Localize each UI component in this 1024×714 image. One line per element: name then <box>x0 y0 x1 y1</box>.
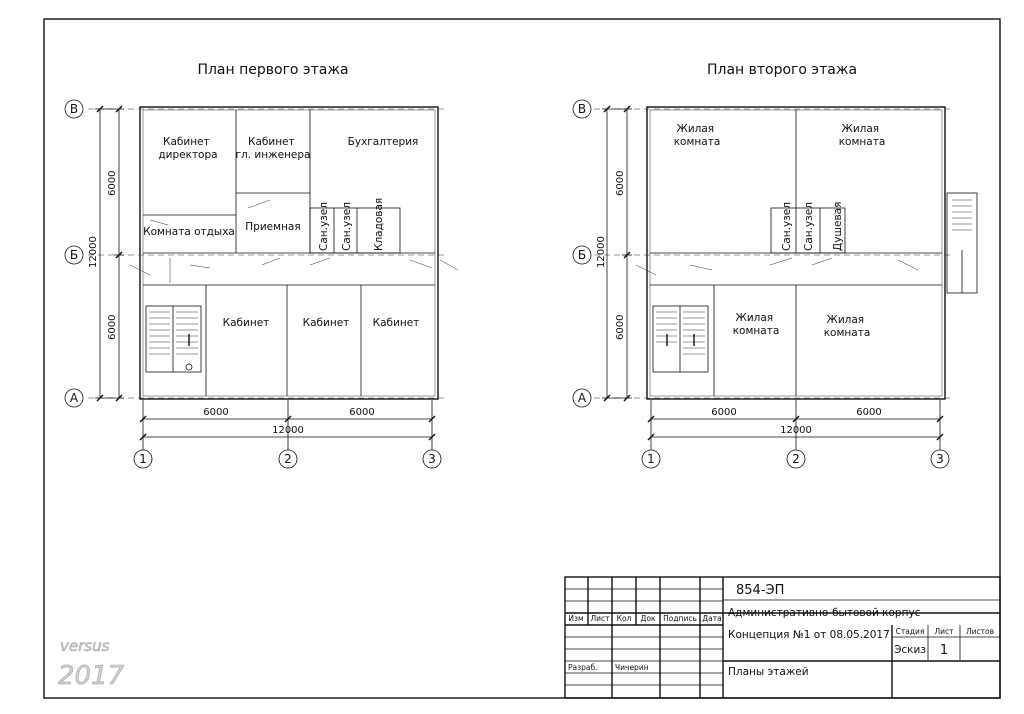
plan2-room-living4: Жилая комната <box>824 314 871 339</box>
plan1-hdims: 6000 6000 12000 <box>139 400 436 445</box>
plan1-axis-label-1: 1 <box>139 452 147 466</box>
plan2-hdims: 6000 6000 12000 <box>647 400 944 445</box>
plan2-axis-label-1: 1 <box>647 452 655 466</box>
plan2-dim-6000-top: 6000 <box>615 171 626 196</box>
plan2-dim-12000-v: 12000 <box>596 236 607 268</box>
plan1-doors <box>129 199 459 276</box>
stamp-sheets-label: Листов <box>966 627 994 636</box>
plan2-axis-label-2: 2 <box>792 452 800 466</box>
plan2-axis-label-b: Б <box>578 248 586 262</box>
plan1-dim-6000-left: 6000 <box>203 407 228 418</box>
plan-first-floor: План первого этажа <box>64 62 459 469</box>
plan2-room-living1: Жилая комната <box>674 123 721 148</box>
plan1-axis-label-b: Б <box>70 248 78 262</box>
plan1-axis-label-a: А <box>70 391 79 405</box>
stamp-sheet-label: Лист <box>934 627 954 636</box>
stamp-header-date: Дата <box>702 614 721 623</box>
plan1-room-office3: Кабинет <box>373 317 420 329</box>
plan1-room-wc1: Сан.узел <box>318 202 330 251</box>
stamp-header-dok: Док <box>641 614 656 623</box>
plan1-axis-label-3: 3 <box>428 452 436 466</box>
plan1-room-accounting: Бухгалтерия <box>348 136 419 148</box>
plan1-room-rest: Комната отдыха <box>143 226 235 238</box>
plan2-room-wc1: Сан.узел <box>781 202 793 251</box>
plan1-dim-6000-top: 6000 <box>107 171 118 196</box>
plan2-dim-6000-bottom: 6000 <box>615 315 626 340</box>
watermark-logo: versus 2017 <box>58 637 125 692</box>
plan2-wc-block <box>770 207 846 254</box>
stamp-header-izm: Изм <box>568 614 583 623</box>
plan2-axis-bubbles: В Б А 1 2 3 <box>572 99 950 469</box>
plan1-dim-6000-right: 6000 <box>349 407 374 418</box>
stamp-sheet-name: Планы этажей <box>728 666 809 678</box>
plan1-axis-label-v: В <box>70 102 78 116</box>
plan1-title: План первого этажа <box>197 62 348 78</box>
plan1-vdims: 12000 6000 6000 <box>88 105 124 402</box>
plan1-room-office1: Кабинет <box>223 317 270 329</box>
plan2-room-living2: Жилая комната <box>839 123 886 148</box>
stamp-developer: Чичерин <box>615 663 649 672</box>
plan2-room-wc2: Сан.узел <box>803 202 815 251</box>
plan1-axis-label-2: 2 <box>284 452 292 466</box>
plan1-axis-bubbles: В Б А 1 2 3 <box>64 99 442 469</box>
plan1-room-storage: Кладовая <box>373 198 385 251</box>
plan2-room-shower: Душевая <box>832 202 844 251</box>
sheet-frame <box>43 18 1001 699</box>
plan2-external-stair <box>946 192 978 294</box>
plan1-wc-block <box>309 207 401 254</box>
plan1-room-reception: Приемная <box>245 221 300 233</box>
plan2-axis-label-a: А <box>578 391 587 405</box>
plan2-axis-label-v: В <box>578 102 586 116</box>
plan1-stair <box>145 305 202 373</box>
plan2-doors <box>635 257 919 276</box>
watermark-name: versus <box>60 637 110 655</box>
plan1-dim-12000-v: 12000 <box>88 236 99 268</box>
stamp-stage: Эскиз <box>894 644 926 656</box>
plan1-room-director: Кабинет директора <box>158 136 217 161</box>
stamp-developed-label: Разраб. <box>568 663 597 672</box>
plan2-axis-label-3: 3 <box>936 452 944 466</box>
plan2-dim-6000-right: 6000 <box>856 407 881 418</box>
stamp-header-kol: Кол <box>617 614 632 623</box>
plan-second-floor: План второго этажа <box>572 62 978 469</box>
stamp-project: Административно-бытовой корпус <box>728 607 921 619</box>
plan1-room-wc2: Сан.узел <box>341 202 353 251</box>
stamp-concept: Концепция №1 от 08.05.2017 <box>728 629 890 641</box>
plan1-room-office2: Кабинет <box>303 317 350 329</box>
stamp-sheet-no: 1 <box>940 643 948 658</box>
plan2-stair <box>652 305 709 373</box>
plan2-title: План второго этажа <box>707 62 857 78</box>
plan2-room-living3: Жилая комната <box>733 312 780 337</box>
plan1-room-engineer: Кабинет гл. инженера <box>236 136 311 161</box>
stamp-header-signature: Подпись <box>663 614 697 623</box>
plan1-dim-6000-bottom: 6000 <box>107 315 118 340</box>
stamp-stage-label: Стадия <box>896 627 925 636</box>
plan2-outer-wall <box>646 106 946 400</box>
title-block: Изм Лист Кол Док Подпись Дата Разраб. Чи… <box>564 576 1001 699</box>
watermark-year: 2017 <box>58 661 125 691</box>
plan2-vdims: 12000 6000 6000 <box>596 105 632 402</box>
plan2-dim-6000-left: 6000 <box>711 407 736 418</box>
stamp-header-list: Лист <box>590 614 610 623</box>
stamp-code: 854-ЭП <box>736 583 784 598</box>
plan1-outer-wall <box>139 106 439 400</box>
